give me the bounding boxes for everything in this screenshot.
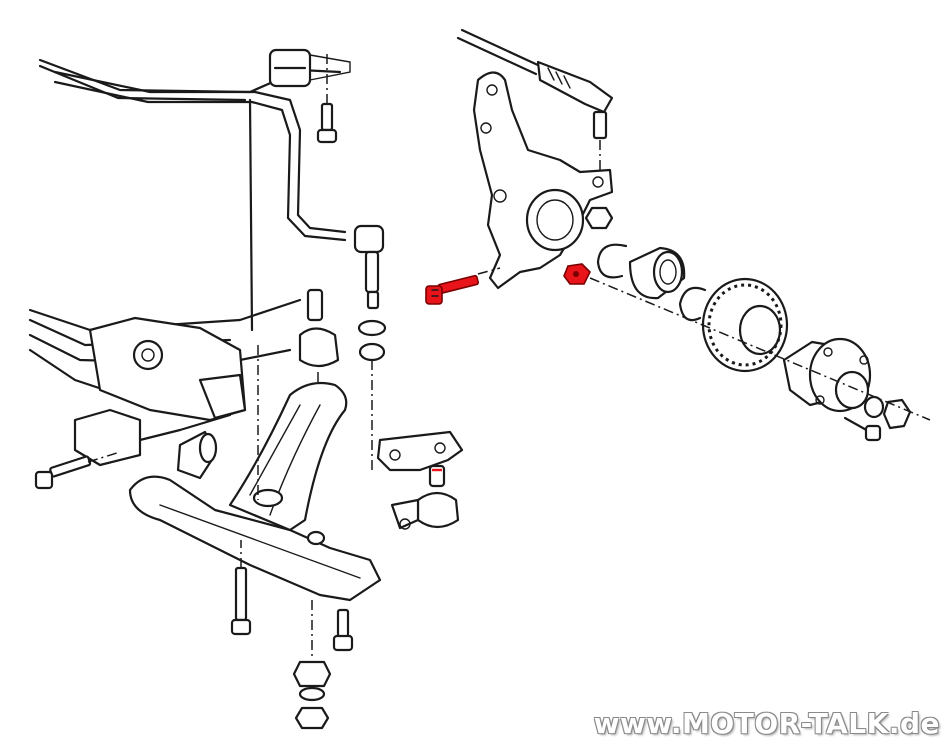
steering-knuckle [472, 71, 614, 290]
hub-washer-nut [863, 395, 912, 430]
wheel-hub [782, 337, 872, 413]
clamp-nut-highlighted [563, 263, 591, 285]
stabilizer-bar [53, 48, 351, 242]
lower-control-arm [128, 381, 382, 602]
subframe-bracket [73, 316, 247, 467]
watermark-text: www.MOTOR-TALK.de [593, 707, 940, 740]
circlip-inner [596, 243, 628, 279]
ball-joint-bolt [332, 608, 354, 652]
abs-reluctor-ring [701, 277, 789, 373]
ball-joint [390, 464, 460, 530]
control-arm-bushing [176, 430, 218, 480]
clamp-bolt-highlighted [425, 267, 501, 305]
ball-joint-bracket [376, 430, 464, 472]
suspension-mount [298, 288, 340, 420]
assembly-axis-lines [257, 277, 931, 500]
stabilizer-mount-bolt [316, 50, 338, 144]
nut-washer-stack [292, 600, 332, 730]
wheel-bearing [628, 246, 686, 300]
subframe-bolt-left [34, 451, 121, 490]
knuckle-nut-upper [584, 206, 614, 230]
subframe-bolt-lower [230, 540, 252, 636]
coupling-rod [353, 224, 385, 310]
coupling-rod-nut-washer [357, 319, 387, 470]
circlip-outer [678, 286, 707, 322]
hub-screw [843, 416, 882, 442]
tie-rod [456, 28, 614, 170]
